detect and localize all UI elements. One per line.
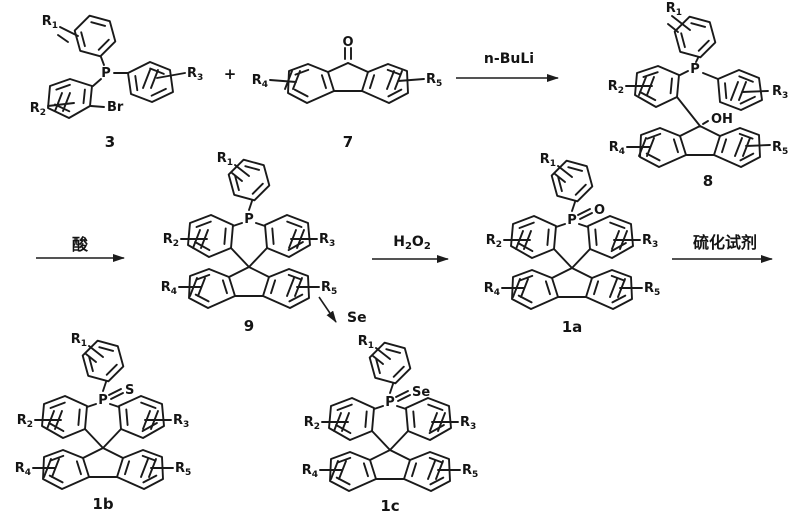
r5-label: R5 — [772, 140, 788, 157]
compound-1b-label: 1b — [92, 495, 113, 513]
compound-1a: O 1a — [482, 151, 662, 336]
spiro-core-instance — [482, 151, 662, 310]
p-atom: P — [101, 66, 111, 81]
sulfiding-label: 硫化试剂 — [693, 233, 757, 252]
c-oh-bond — [702, 120, 709, 125]
fluorene-ring-r4 — [639, 127, 687, 168]
r4-label: R4 — [609, 140, 625, 157]
acid-label: 酸 — [72, 235, 89, 254]
arrow-acid: 酸 — [36, 235, 125, 262]
benzene-ring-r1 — [673, 15, 717, 59]
h2o2-label: H2O2 — [393, 234, 431, 252]
r4-position-bond — [269, 70, 301, 90]
r3-label: R3 — [772, 84, 788, 101]
compound-1c: Se 1c — [300, 333, 480, 515]
compound-9-label: 9 — [244, 317, 254, 335]
r1-label: R1 — [666, 1, 682, 18]
compound-7-label: 7 — [343, 133, 353, 151]
compound-1a-label: 1a — [562, 318, 583, 336]
o-atom: O — [594, 203, 605, 218]
p-selenide-group: Se — [395, 385, 430, 402]
compound-1c-label: 1c — [380, 497, 399, 515]
p-s-double-bond — [108, 388, 124, 400]
p-oxide-group: O — [577, 203, 605, 220]
compound-9: 9 — [159, 150, 339, 335]
p-atom: P — [690, 62, 700, 77]
p-se-double-bond — [395, 390, 411, 402]
p-phenyl-bond — [702, 72, 719, 80]
fluorene-ring-r5 — [713, 127, 761, 168]
reaction-arrow — [318, 296, 337, 323]
r5-label: R5 — [426, 72, 442, 89]
aromatic-bonds — [134, 67, 167, 97]
plus-sign: + — [224, 65, 237, 83]
benzene-ring-r3 — [717, 69, 763, 111]
compound-1b: S 1b — [13, 331, 193, 513]
r4-label: R4 — [252, 73, 268, 90]
spiro-core-instance — [300, 333, 480, 492]
c-br-bond — [90, 105, 105, 108]
benzene-ring-r2-br — [47, 78, 93, 119]
br-atom: Br — [107, 100, 124, 115]
five-ring-bonds — [679, 125, 721, 156]
compound-8-skeleton — [625, 15, 771, 168]
p-phenyl-bond — [679, 70, 689, 76]
compound-3-label: 3 — [105, 133, 115, 151]
aromatic-bonds — [680, 22, 710, 52]
spiro-core-instance — [159, 150, 339, 309]
o-atom: O — [342, 35, 353, 50]
aromatic-bonds — [293, 68, 327, 98]
compound-7: O R4 R5 7 — [252, 35, 443, 151]
phenyl-p-bond — [100, 56, 105, 66]
compound-8-label: 8 — [703, 172, 713, 190]
r1-position-bond — [57, 26, 79, 43]
compound-7-skeleton — [269, 47, 425, 104]
p-phenyl-bond — [92, 78, 102, 87]
r1-label: R1 — [42, 14, 58, 31]
compound-3: R1 P R2 R3 Br 3 — [30, 14, 204, 151]
r1-position-bond — [667, 15, 691, 33]
r4-position-bond — [626, 137, 655, 157]
arrow-selenium: Se — [318, 296, 367, 326]
p-sulfide-group: S — [108, 383, 134, 400]
aromatic-bonds — [80, 21, 110, 51]
c-o-double-bond — [344, 47, 352, 60]
nbuli-label: n-BuLi — [484, 51, 534, 67]
r5-position-bond — [734, 137, 771, 157]
arrow-sulfiding: 硫化试剂 — [672, 233, 773, 263]
five-ring-bonds — [327, 62, 369, 92]
r2-position-bond — [47, 92, 75, 112]
r5-position-bond — [386, 70, 425, 90]
selenium-label: Se — [347, 310, 367, 326]
r2-label: R2 — [30, 101, 46, 118]
s-atom: S — [125, 383, 134, 398]
benzene-ring-r3 — [127, 61, 174, 103]
compound-3-skeleton — [47, 14, 186, 119]
arrow-nbuli: n-BuLi — [456, 51, 559, 82]
benzene-ring-r1 — [73, 14, 117, 58]
arrow-h2o2: H2O2 — [372, 234, 449, 263]
p-o-double-bond — [577, 208, 593, 220]
r3-position-bond — [142, 69, 186, 89]
benzene-ring-r4 — [287, 63, 335, 104]
aromatic-bonds — [645, 132, 679, 162]
r2-label: R2 — [608, 79, 624, 96]
aryl-c9-bond — [676, 96, 701, 127]
benzene-ring-r5 — [361, 63, 409, 104]
r3-label: R3 — [187, 66, 203, 83]
spiro-core-instance — [13, 331, 193, 490]
aromatic-bonds — [724, 75, 756, 105]
r2-position-bond — [625, 76, 655, 96]
oh-group: OH — [711, 112, 733, 127]
se-atom: Se — [412, 385, 430, 400]
r3-position-bond — [730, 81, 769, 101]
phenyl-p-bond — [695, 57, 699, 63]
compound-8: R1 P R2 R3 OH R4 R5 8 — [608, 1, 789, 190]
